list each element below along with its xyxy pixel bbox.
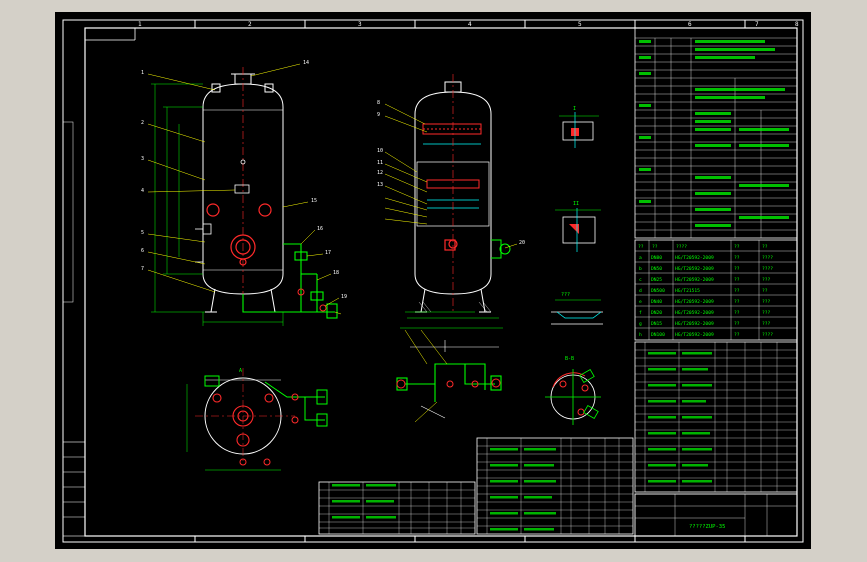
- table-cell: ??: [762, 288, 768, 294]
- zone-mark: 6: [688, 21, 692, 28]
- zone-mark: 2: [248, 21, 252, 28]
- table-cell: HG/T20592-2009: [675, 277, 714, 283]
- parts-list-right[interactable]: [634, 341, 798, 493]
- part-callout: 2: [141, 120, 144, 126]
- table-cell: DN80: [651, 255, 662, 261]
- view-label: II: [573, 201, 579, 207]
- part-callout: 20: [519, 240, 525, 246]
- zone-mark: 5: [578, 21, 582, 28]
- part-callout: 12: [377, 170, 383, 176]
- detail-views[interactable]: I II ???: [551, 106, 603, 325]
- table-cell: f: [639, 310, 642, 316]
- table-cell: DN500: [651, 288, 665, 294]
- zone-mark: 3: [358, 21, 362, 28]
- table-cell: ????: [762, 255, 773, 261]
- part-callout: 11: [377, 160, 383, 166]
- part-callout: 7: [141, 266, 144, 272]
- plan-view[interactable]: A: [186, 368, 328, 471]
- technical-spec-table[interactable]: [634, 27, 798, 239]
- nozzle-table-header: ??: [652, 244, 658, 250]
- table-cell: DN20: [651, 310, 662, 316]
- part-callout: 10: [377, 148, 383, 154]
- table-cell: HG/T20592-2009: [675, 332, 714, 338]
- table-cell: a: [639, 256, 642, 261]
- table-cell: HG/T20592-2009: [675, 266, 714, 272]
- table-cell: DN15: [651, 321, 662, 327]
- front-elevation-view[interactable]: 1 2 3 4 5 6 7 14 15 16 17 18 19: [141, 60, 347, 326]
- nozzle-table-header: ??: [638, 244, 644, 250]
- table-cell: d: [639, 288, 642, 294]
- part-callout: 8: [377, 100, 380, 106]
- table-cell: DN100: [651, 332, 665, 338]
- table-cell: b: [639, 266, 642, 272]
- view-label: ???: [561, 292, 570, 298]
- part-callout: 1: [141, 70, 144, 76]
- table-cell: ??: [734, 310, 740, 316]
- view-label: B-B: [565, 356, 574, 362]
- pipe-assembly-view[interactable]: B-B: [396, 329, 601, 425]
- table-cell: ???: [762, 310, 771, 316]
- table-cell: ??: [734, 255, 740, 261]
- table-cell: HG/T21515: [675, 288, 700, 294]
- table-cell: ??: [734, 266, 740, 272]
- zone-mark: 7: [755, 21, 759, 28]
- part-callout: 15: [311, 198, 317, 204]
- table-cell: ???: [762, 321, 771, 327]
- table-cell: HG/T20592-2009: [675, 255, 714, 261]
- table-cell: ??: [734, 332, 740, 338]
- zone-marks: 1 2 3 4 5 6 7 8: [138, 21, 799, 28]
- table-cell: HG/T20592-2009: [675, 321, 714, 327]
- view-label: A: [239, 368, 242, 374]
- table-cell: ???: [762, 299, 771, 305]
- nozzle-table-header: ????: [676, 244, 687, 250]
- zone-mark: 1: [138, 21, 142, 28]
- zone-mark: 4: [468, 21, 472, 28]
- part-callout: 3: [141, 156, 144, 162]
- nozzle-table-header: ??: [762, 244, 768, 250]
- table-cell: DN25: [651, 277, 662, 283]
- table-cell: HG/T20592-2009: [675, 299, 714, 305]
- table-cell: h: [639, 332, 642, 338]
- parts-list-middle[interactable]: [476, 437, 634, 535]
- part-callout: 17: [325, 250, 331, 256]
- nozzle-table[interactable]: ?? ?? ???? ?? ?? a DN80 HG/T20592-2009 ?…: [634, 239, 798, 341]
- table-cell: DN40: [651, 299, 662, 305]
- nozzle-table-header: ??: [734, 244, 740, 250]
- part-callout: 13: [377, 182, 383, 188]
- part-callout: 18: [333, 270, 339, 276]
- part-callout: 19: [341, 294, 347, 300]
- table-cell: DN50: [651, 266, 662, 272]
- table-cell: ??: [734, 288, 740, 294]
- table-cell: g: [639, 322, 642, 327]
- table-cell: e: [639, 300, 642, 305]
- table-cell: ??: [734, 277, 740, 283]
- zone-mark: 8: [795, 21, 799, 28]
- part-callout: 9: [377, 112, 380, 118]
- table-cell: ??: [734, 299, 740, 305]
- table-cell: c: [639, 278, 642, 283]
- table-cell: ???: [762, 277, 771, 283]
- drawing-number: ?????ZUP-35: [689, 524, 725, 530]
- view-label: I: [573, 106, 576, 112]
- section-view[interactable]: 8 9 10 11 12 13 20: [377, 74, 525, 329]
- parts-list-left[interactable]: [318, 481, 476, 535]
- part-callout: 16: [317, 226, 323, 232]
- part-callout: 14: [303, 60, 309, 66]
- title-block[interactable]: ?????ZUP-35: [634, 493, 798, 537]
- part-callout: 6: [141, 248, 144, 254]
- cad-drawing[interactable]: 1 2 3 4 5 6 7 8: [55, 12, 811, 549]
- table-cell: HG/T20592-2009: [675, 310, 714, 316]
- table-cell: ????: [762, 266, 773, 272]
- part-callout: 5: [141, 230, 144, 236]
- table-cell: ????: [762, 332, 773, 338]
- part-callout: 4: [141, 188, 144, 194]
- table-cell: ??: [734, 321, 740, 327]
